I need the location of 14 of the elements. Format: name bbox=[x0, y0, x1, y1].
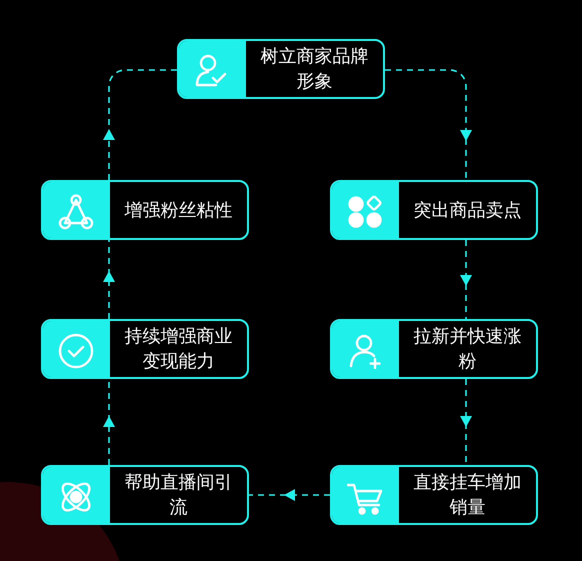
step-text: 直接挂车增加销量 bbox=[412, 471, 522, 520]
step-text: 拉新并快速涨粉 bbox=[412, 325, 522, 374]
step-text: 帮助直播间引流 bbox=[124, 471, 234, 520]
step-box bbox=[41, 319, 249, 379]
step-box bbox=[177, 39, 385, 99]
step-text: 突出商品卖点 bbox=[412, 198, 522, 222]
step-box bbox=[330, 465, 538, 525]
step-box bbox=[41, 465, 249, 525]
step-text: 树立商家品牌形象 bbox=[260, 45, 370, 94]
step-text: 持续增强商业变现能力 bbox=[124, 325, 234, 374]
step-box bbox=[330, 180, 538, 240]
step-box bbox=[330, 319, 538, 379]
step-text: 增强粉丝粘性 bbox=[124, 198, 234, 222]
step-box bbox=[41, 180, 249, 240]
